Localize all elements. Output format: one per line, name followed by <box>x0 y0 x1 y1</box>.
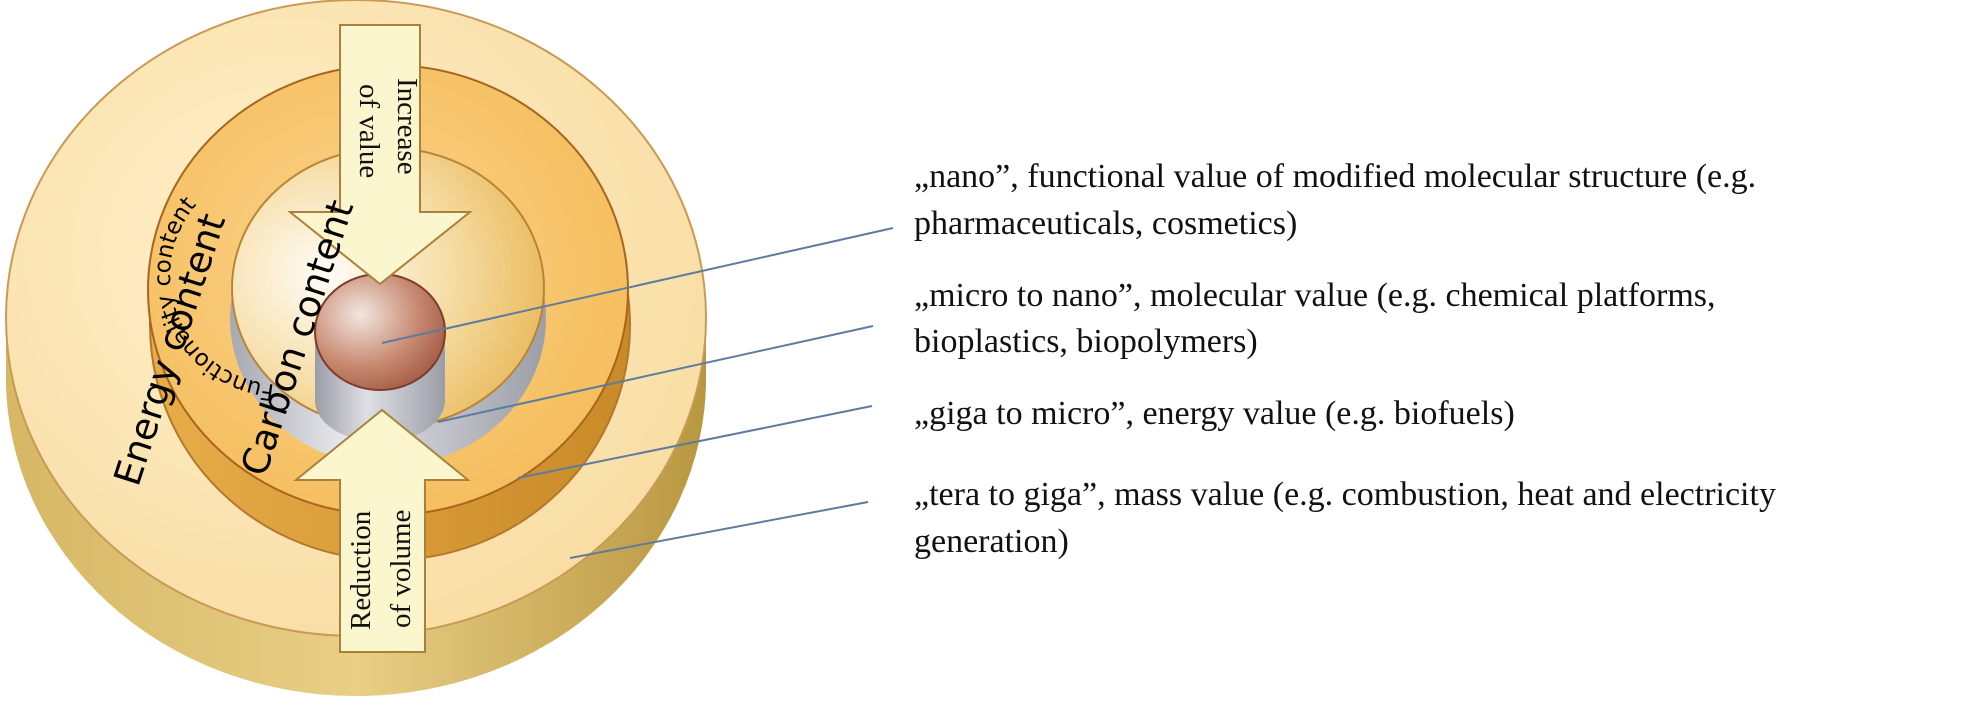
leader-lines <box>381 227 894 559</box>
increase-of-value-line2: of value <box>353 84 385 178</box>
leader-line-nano <box>381 227 894 344</box>
reduction-of-volume-line2: of volume <box>385 510 417 628</box>
description-4-line2: generation) <box>914 523 1069 560</box>
description-1-line2: pharmaceuticals, cosmetics) <box>914 205 1297 242</box>
core-cylinder <box>314 273 446 442</box>
increase-of-value-line1: Increase <box>391 78 423 175</box>
description-3-line1: „giga to micro”, energy value (e.g. biof… <box>914 395 1515 432</box>
leader-line-giga-micro <box>517 405 873 479</box>
description-2-line2: bioplastics, biopolymers) <box>914 323 1258 360</box>
increase-of-value-arrow <box>287 24 473 286</box>
reduction-of-volume-arrow <box>293 408 471 653</box>
leader-line-micro-nano <box>437 325 874 423</box>
description-4-line1: „tera to giga”, mass value (e.g. combust… <box>914 476 1776 513</box>
description-1-line1: „nano”, functional value of modified mol… <box>914 158 1756 195</box>
reduction-of-volume-line1: Reduction <box>345 510 377 630</box>
leader-line-tera-giga <box>569 501 869 559</box>
description-list: „nano”, functional value of modified mol… <box>914 158 1776 560</box>
description-2-line1: „micro to nano”, molecular value (e.g. c… <box>914 277 1716 314</box>
